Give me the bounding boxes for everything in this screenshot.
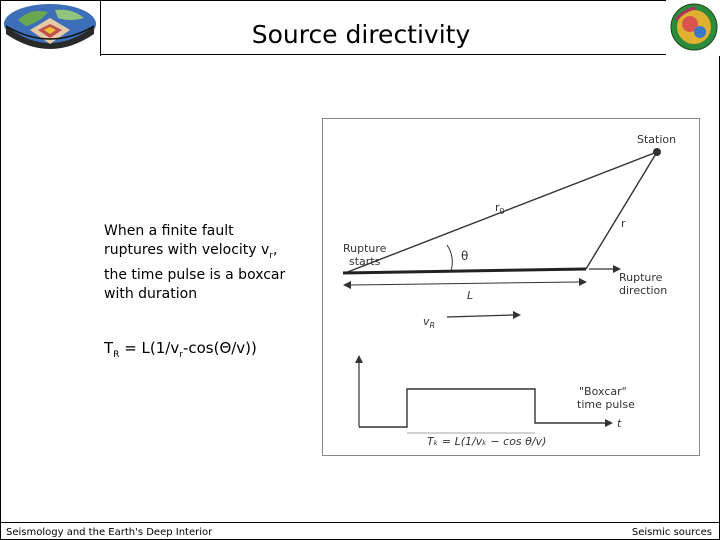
rupture-velocity-arrowhead: [513, 311, 521, 319]
rupture-starts-label-line1: Rupture: [343, 242, 387, 255]
length-arrowhead-left: [343, 281, 351, 289]
theta-label: θ: [461, 249, 468, 263]
rupture-direction-label-line2: direction: [619, 284, 667, 297]
r0-ray: [344, 151, 658, 274]
footer-rule: [0, 522, 720, 523]
length-arrowhead-right: [579, 278, 587, 286]
rupture-direction-label-line1: Rupture: [619, 271, 663, 284]
amplitude-axis-arrowhead: [355, 355, 363, 363]
header-rule: [100, 54, 666, 55]
slide-header: Source directivity: [0, 0, 720, 56]
r-label: r: [621, 217, 626, 230]
earth-cutaway-logo-icon: [0, 0, 100, 56]
directivity-figure: Station r0 r θ Rupture starts Rupture di…: [322, 118, 700, 456]
fault-line: [342, 267, 587, 275]
rupture-starts-label-line2: starts: [349, 255, 381, 268]
slide-title: Source directivity: [251, 20, 471, 49]
footer-course-title: Seismology and the Earth's Deep Interior: [6, 527, 213, 538]
description-line: the time pulse is a boxcar: [104, 266, 286, 283]
length-arrow: [350, 281, 580, 286]
directivity-diagram: Station r0 r θ Rupture starts Rupture di…: [342, 133, 676, 448]
theta-arc: [446, 244, 453, 272]
footer-section-title: Seismic sources: [631, 527, 712, 538]
length-label: L: [467, 289, 473, 302]
description-line: ruptures with velocity vr,: [104, 242, 278, 261]
r0-label: r0: [495, 201, 505, 216]
time-axis-label: t: [617, 417, 622, 430]
duration-formula: TR = L(1/vr-cos(Θ/v)): [104, 339, 257, 360]
duration-formula-label: Tₖ = L(1/vₖ − cos θ/v): [427, 435, 546, 448]
boxcar-label-line1: "Boxcar": [579, 385, 627, 398]
tomography-globe-icon: [666, 0, 720, 56]
time-axis-arrowhead: [605, 419, 613, 427]
description-line: with duration: [104, 285, 198, 302]
description-text: When a finite fault ruptures with veloci…: [104, 222, 314, 304]
boxcar-label-line2: time pulse: [577, 398, 635, 411]
r-ray: [585, 151, 658, 270]
station-label: Station: [637, 133, 676, 146]
boxcar-pulse: [359, 388, 605, 428]
header-divider-left: [100, 0, 101, 56]
description-line: When a finite fault: [104, 223, 234, 239]
rupture-velocity-arrow: [446, 314, 514, 318]
rupture-velocity-label: vR: [423, 315, 435, 330]
rupture-direction-arrowhead: [613, 265, 621, 273]
